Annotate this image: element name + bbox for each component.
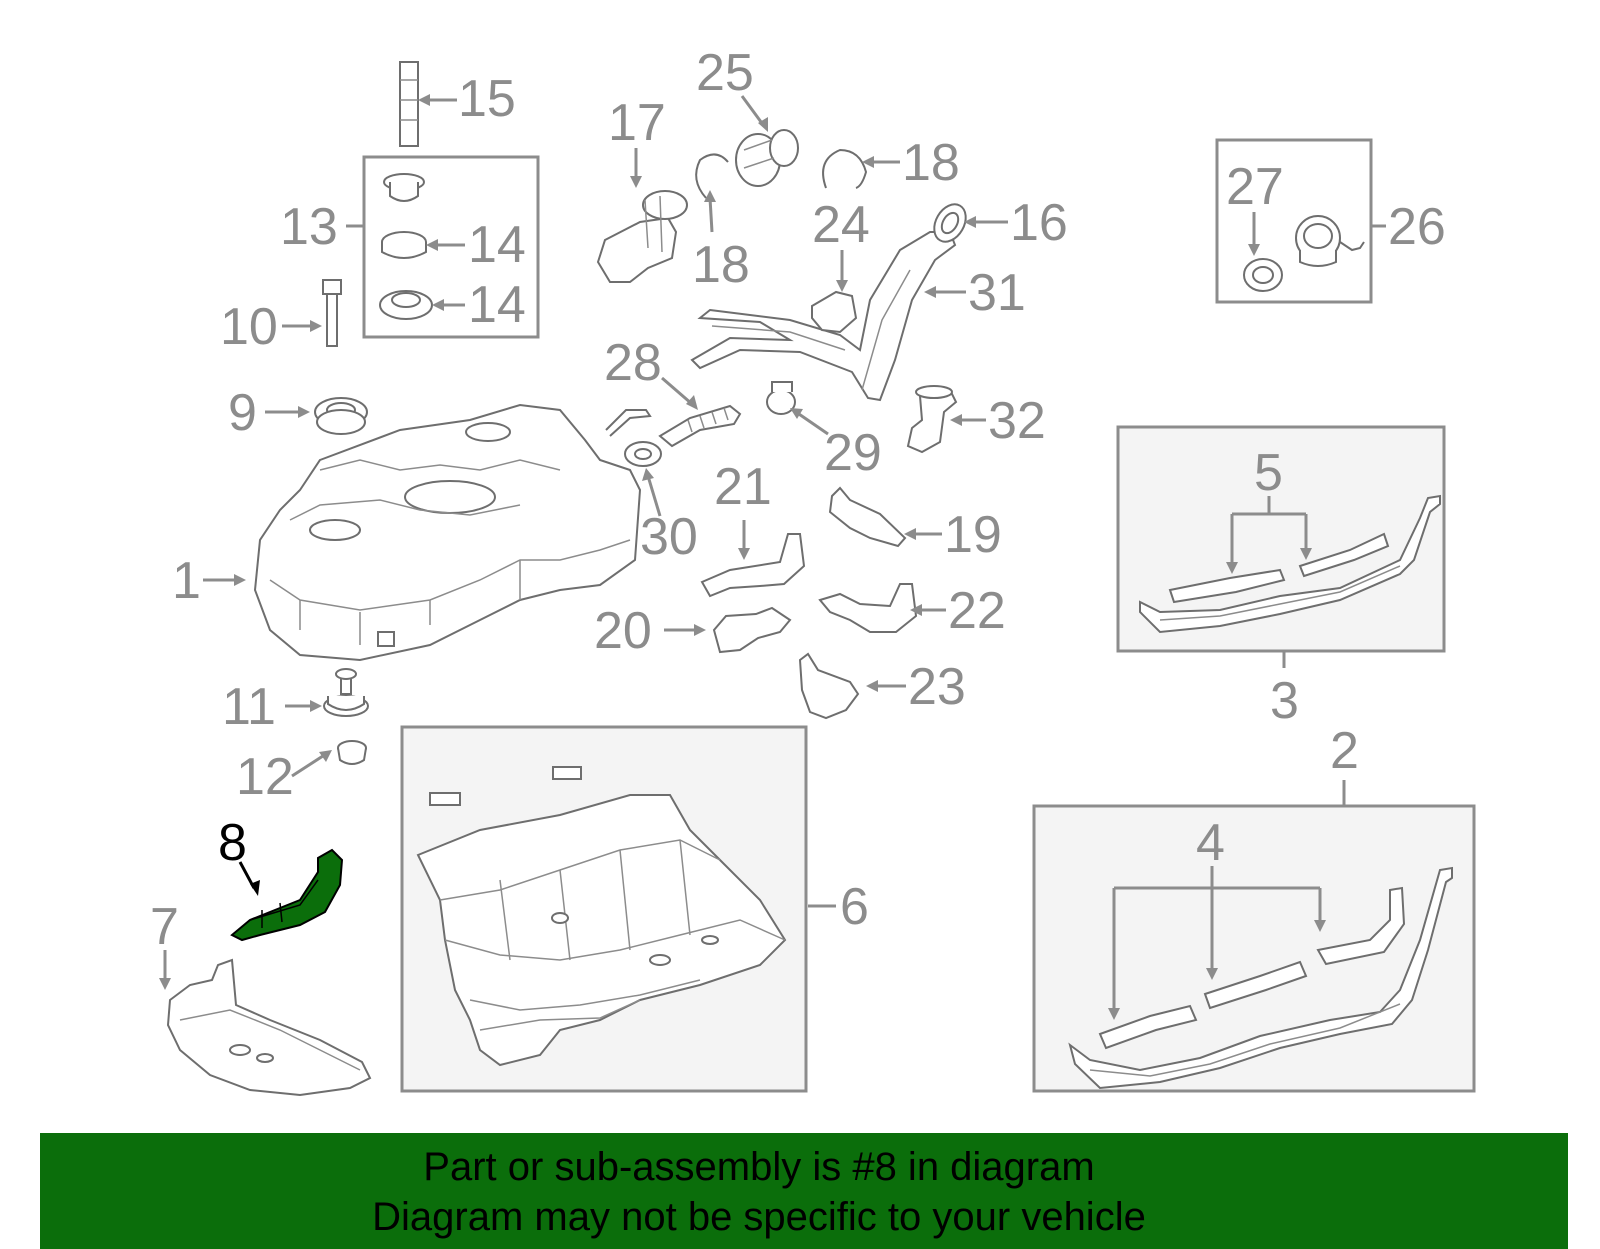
label-14a[interactable]: 14 bbox=[468, 216, 526, 274]
label-26[interactable]: 26 bbox=[1388, 198, 1446, 256]
label-8-highlighted[interactable]: 8 bbox=[218, 814, 247, 872]
part-7-cover[interactable] bbox=[166, 958, 372, 1097]
part-8-protector-highlighted[interactable] bbox=[230, 848, 344, 942]
info-banner: Part or sub-assembly is #8 in diagram Di… bbox=[40, 1133, 1568, 1249]
part-21-bracket[interactable] bbox=[700, 533, 806, 598]
part-12-nut[interactable] bbox=[337, 740, 367, 765]
part-18-clip-b[interactable] bbox=[822, 148, 868, 189]
label-19[interactable]: 19 bbox=[944, 506, 1002, 564]
label-13[interactable]: 13 bbox=[280, 198, 338, 256]
part-17-filler-hose[interactable] bbox=[596, 190, 688, 283]
label-18a[interactable]: 18 bbox=[692, 236, 750, 294]
label-24[interactable]: 24 bbox=[812, 196, 870, 254]
part-4-pad-c[interactable] bbox=[1316, 886, 1406, 966]
part-26-sender-gauge[interactable] bbox=[1295, 215, 1365, 267]
part-4-pad-a[interactable] bbox=[1098, 1004, 1198, 1050]
label-1[interactable]: 1 bbox=[172, 552, 201, 610]
part-30-gasket[interactable] bbox=[624, 441, 662, 467]
label-7[interactable]: 7 bbox=[150, 898, 179, 956]
part-18-clip-a[interactable] bbox=[695, 153, 729, 199]
part-25-check-valve[interactable] bbox=[735, 129, 799, 187]
label-4[interactable]: 4 bbox=[1196, 814, 1225, 872]
label-6[interactable]: 6 bbox=[840, 878, 869, 936]
part-24-bracket[interactable] bbox=[811, 290, 858, 334]
part-31-filler-pipe[interactable] bbox=[690, 231, 957, 402]
label-9[interactable]: 9 bbox=[228, 384, 257, 442]
label-18b[interactable]: 18 bbox=[902, 134, 960, 192]
part-5-pad-a[interactable] bbox=[1168, 568, 1286, 604]
part-10-bolt[interactable] bbox=[322, 279, 342, 347]
part-27-gasket[interactable] bbox=[1243, 258, 1283, 292]
label-16[interactable]: 16 bbox=[1010, 194, 1068, 252]
part-22-bracket[interactable] bbox=[818, 583, 918, 633]
label-29[interactable]: 29 bbox=[824, 424, 882, 482]
label-32[interactable]: 32 bbox=[988, 392, 1046, 450]
part-13-mount-set[interactable] bbox=[379, 173, 433, 320]
part-19-bracket[interactable] bbox=[828, 486, 907, 548]
label-31[interactable]: 31 bbox=[968, 264, 1026, 322]
part-29-clamp[interactable] bbox=[766, 381, 796, 415]
label-3[interactable]: 3 bbox=[1270, 672, 1299, 730]
label-28[interactable]: 28 bbox=[604, 334, 662, 392]
label-10[interactable]: 10 bbox=[220, 298, 278, 356]
banner-line-disclaimer: Diagram may not be specific to your vehi… bbox=[372, 1195, 1146, 1239]
label-22[interactable]: 22 bbox=[948, 582, 1006, 640]
label-20[interactable]: 20 bbox=[594, 602, 652, 660]
part-32-hose[interactable] bbox=[906, 385, 958, 454]
part-4-pad-b[interactable] bbox=[1203, 960, 1308, 1010]
part-9-grommet[interactable] bbox=[314, 397, 368, 435]
label-21[interactable]: 21 bbox=[714, 458, 772, 516]
part-20-bracket[interactable] bbox=[712, 606, 792, 654]
part-15-stud[interactable] bbox=[399, 61, 419, 147]
box-26 bbox=[1215, 138, 1373, 304]
label-14b[interactable]: 14 bbox=[468, 276, 526, 334]
label-2[interactable]: 2 bbox=[1330, 722, 1359, 780]
label-23[interactable]: 23 bbox=[908, 658, 966, 716]
label-30[interactable]: 30 bbox=[640, 508, 698, 566]
part-2-rail-assembly[interactable] bbox=[1068, 866, 1453, 1090]
leader-lines bbox=[159, 94, 1386, 1020]
part-5-pad-b[interactable] bbox=[1298, 532, 1390, 578]
part-1-fuel-tank[interactable] bbox=[253, 403, 642, 662]
label-12[interactable]: 12 bbox=[236, 748, 294, 806]
label-27[interactable]: 27 bbox=[1226, 158, 1284, 216]
part-3-rail-assembly[interactable] bbox=[1139, 494, 1441, 634]
part-23-bracket[interactable] bbox=[798, 652, 860, 720]
label-15[interactable]: 15 bbox=[458, 70, 516, 128]
part-28-hose[interactable] bbox=[605, 404, 742, 448]
label-25[interactable]: 25 bbox=[696, 44, 754, 102]
part-number-labels: 15 13 14 14 10 9 1 11 12 8 7 6 17 25 18 … bbox=[150, 44, 1446, 956]
label-17[interactable]: 17 bbox=[608, 94, 666, 152]
label-5[interactable]: 5 bbox=[1254, 444, 1283, 502]
part-6-under-cover[interactable] bbox=[416, 766, 787, 1067]
banner-line-part-info: Part or sub-assembly is #8 in diagram bbox=[423, 1145, 1095, 1189]
label-11[interactable]: 11 bbox=[222, 678, 276, 736]
part-16-filler-neck[interactable] bbox=[928, 199, 972, 248]
part-11-bumper[interactable] bbox=[323, 668, 369, 717]
